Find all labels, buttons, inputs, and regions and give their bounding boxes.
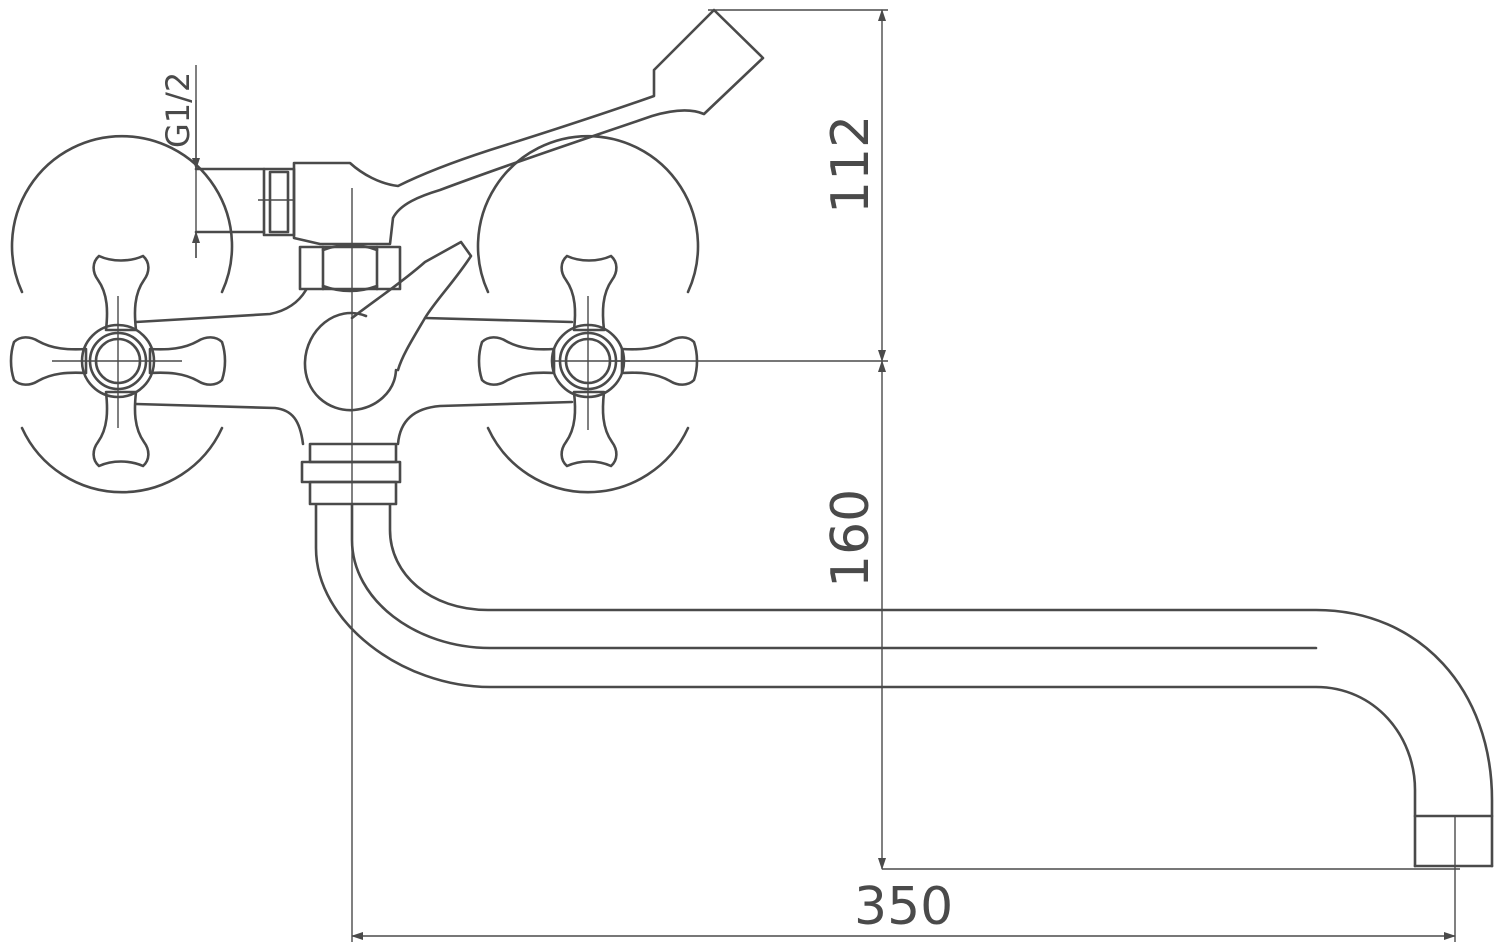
spout-length-label: 350	[854, 877, 953, 937]
dimension-lines	[192, 9, 1456, 940]
thread-size-label: G1/2	[159, 72, 197, 148]
lever-handle	[292, 8, 765, 246]
faucet-body	[134, 240, 574, 446]
extension-lines	[195, 9, 1460, 942]
inlet-connector	[194, 167, 402, 293]
right-valve-handle	[476, 134, 700, 494]
left-valve-handle	[9, 134, 234, 494]
spout-tube	[314, 503, 1494, 868]
spout-nut	[300, 442, 402, 506]
height-bottom-label: 160	[821, 489, 881, 588]
height-top-label: 112	[821, 115, 881, 214]
